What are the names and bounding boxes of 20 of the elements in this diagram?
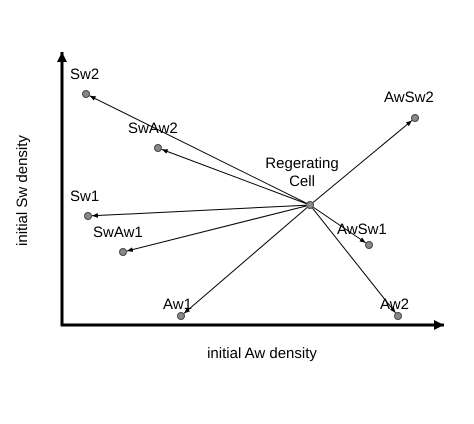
data-point [70, 66, 100, 98]
arrow [92, 204, 306, 218]
point-label: Aw1 [163, 296, 192, 314]
arrow [312, 120, 412, 203]
axis-title: initial Sw density [14, 134, 31, 246]
arrow [312, 208, 396, 314]
point-label: Sw1 [70, 188, 100, 206]
data-point [163, 296, 192, 320]
arrow [184, 207, 308, 314]
data-point [384, 89, 434, 122]
arrow [126, 205, 307, 252]
point-label: Regerating Cell [264, 155, 340, 191]
point-label: SwAw1 [93, 224, 143, 242]
point-label: AwSw2 [384, 89, 434, 107]
data-point [93, 224, 143, 256]
arrow [161, 148, 307, 204]
axis-title: initial Aw density [207, 344, 317, 362]
point-label: Sw2 [70, 66, 100, 84]
arrow [89, 95, 307, 204]
data-point [70, 188, 100, 220]
